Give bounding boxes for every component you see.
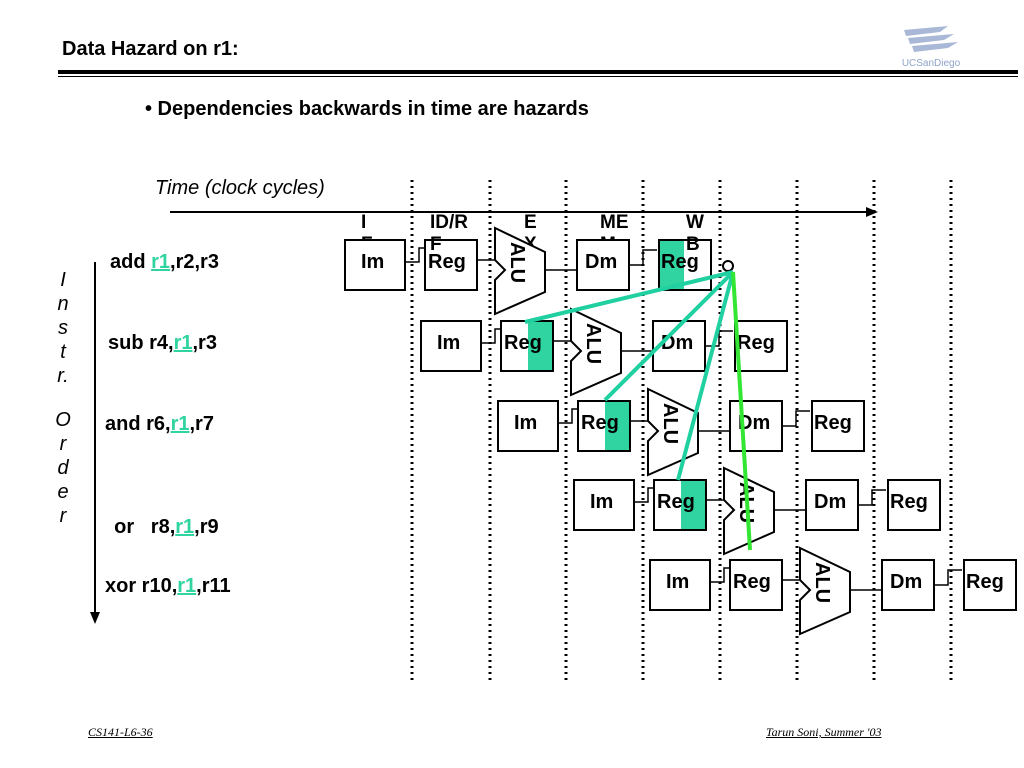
wire [705,330,733,347]
im-label: Im [514,412,537,434]
dm-label: Dm [738,412,770,434]
im-label: Im [437,332,460,354]
reg-write-highlight [659,240,684,290]
title-rule [58,70,1018,74]
alu-label: ALU [582,323,604,364]
im-label: Im [666,571,689,593]
instr-order-label: I n s t r. O r d e r [55,269,71,527]
wire [858,489,886,506]
reg-box [577,400,631,452]
footer-author: Tarun Soni, Summer '03 [766,725,882,739]
reg-write-label: Reg [966,571,1004,593]
dm-label: Dm [890,571,922,593]
instr-or: or r8,r1,r9 [114,516,219,538]
reg-write-box [963,559,1017,611]
reg-read-highlight [528,321,553,371]
title-rule-thin [58,76,1018,77]
wire [629,249,657,266]
reg-label: Reg [733,571,771,593]
alu-label: ALU [506,242,528,283]
hazard-arrow-and [603,270,735,402]
dm-label: Dm [661,332,693,354]
instr-add: add r1,r2,r3 [110,251,219,273]
writeback-node [722,260,734,272]
reg-box [424,239,478,291]
reg-label: Reg [504,332,542,354]
dm-box [881,559,935,611]
reg-read-highlight [605,401,630,451]
im-label: Im [590,491,613,513]
svg-text:UCSanDiego: UCSanDiego [902,58,961,69]
wire [405,247,425,263]
im-label: Im [361,251,384,273]
alu-shape [494,226,546,316]
dm-label: Dm [585,251,617,273]
reg-read-highlight [681,480,706,530]
wire [558,408,578,424]
wire [634,487,654,503]
time-axis-arrowhead [866,207,878,217]
hazard-arrow-or [676,271,735,481]
im-box [420,320,482,372]
reg-write-box [887,479,941,531]
reg-write-label: Reg [737,332,775,354]
reg-write-label: Reg [890,491,928,513]
forward-arrow-xor [731,271,752,551]
alu-shape [570,307,622,397]
im-box [497,400,559,452]
wire [782,410,810,427]
instr-sub: sub r4,r1,r3 [108,332,217,354]
wire [710,567,730,583]
reg-label: Reg [428,251,466,273]
im-box [573,479,635,531]
reg-write-box [811,400,865,452]
reg-write-label: Reg [814,412,852,434]
reg-box [729,559,783,611]
wire [481,328,501,344]
alu-label: ALU [659,403,681,444]
time-axis-label: Time (clock cycles) [155,177,325,199]
wire [934,569,962,586]
reg-write-box [734,320,788,372]
ucsd-logo: UCSanDiego [896,16,966,74]
instr-xor: xor r10,r1,r11 [105,575,231,597]
dm-box [805,479,859,531]
bullet-text: • Dependencies backwards in time are haz… [145,98,589,120]
slide-title: Data Hazard on r1: [62,38,239,60]
alu-label: ALU [811,562,833,603]
im-box [649,559,711,611]
alu-shape [799,546,851,636]
reg-label: Reg [581,412,619,434]
reg-label: Reg [657,491,695,513]
order-axis-arrowhead [90,612,100,624]
reg-write-box [658,239,712,291]
im-box [344,239,406,291]
reg-write-label: Reg [661,251,699,273]
hazard-arrow-sub [524,270,734,324]
instr-and: and r6,r1,r7 [105,413,214,435]
footer-slide-id: CS141-L6-36 [88,725,153,739]
dm-label: Dm [814,491,846,513]
